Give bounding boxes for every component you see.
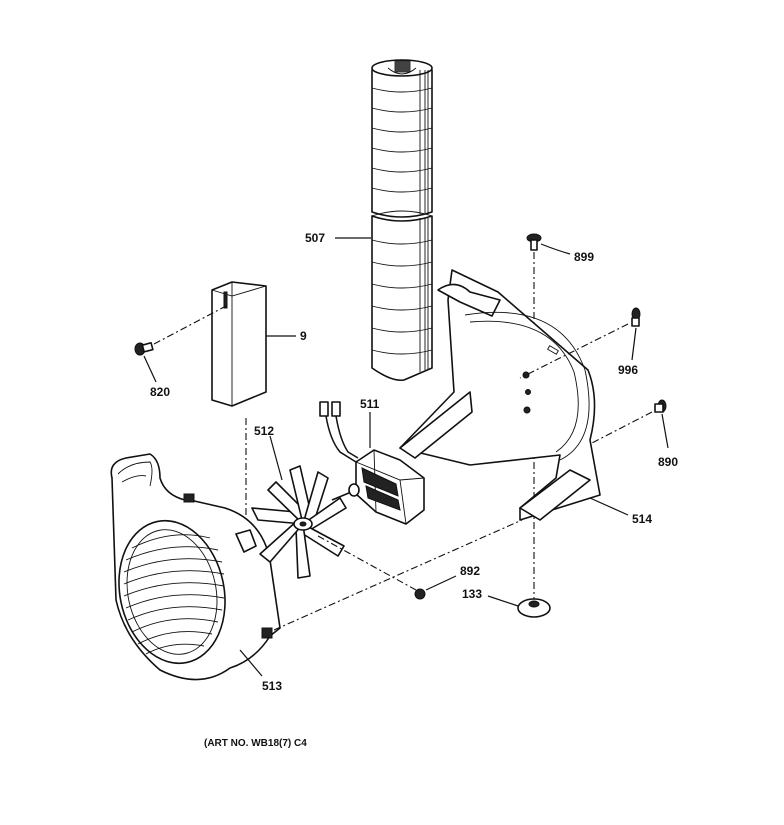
screw-890 bbox=[654, 399, 667, 413]
motor-511 bbox=[319, 401, 425, 525]
centerline-890 bbox=[589, 411, 653, 445]
label-511: 511 bbox=[360, 397, 380, 411]
label-899: 899 bbox=[574, 250, 594, 264]
art-number-caption: (ART NO. WB18(7) C4 bbox=[204, 738, 307, 749]
label-514: 514 bbox=[632, 512, 652, 526]
grommet-133 bbox=[517, 598, 551, 618]
label-890: 890 bbox=[658, 455, 678, 469]
leader-514 bbox=[589, 497, 629, 516]
motor-bracket-514 bbox=[399, 269, 601, 521]
blower-housing-513 bbox=[110, 453, 281, 681]
label-892: 892 bbox=[460, 564, 480, 578]
leader-890 bbox=[661, 413, 669, 449]
label-9: 9 bbox=[300, 329, 307, 343]
leader-513 bbox=[239, 649, 263, 677]
screw-899 bbox=[526, 233, 542, 251]
label-820: 820 bbox=[150, 385, 170, 399]
air-duct-tube-507 bbox=[371, 59, 433, 382]
centerline-996 bbox=[519, 323, 629, 379]
label-513: 513 bbox=[262, 679, 282, 693]
screw-820 bbox=[134, 342, 154, 356]
leader-892 bbox=[425, 575, 457, 591]
label-133: 133 bbox=[462, 587, 482, 601]
centerline-820 bbox=[153, 305, 227, 345]
leader-512 bbox=[269, 435, 283, 481]
centerline-housing-bracket bbox=[273, 519, 523, 631]
nut-892 bbox=[414, 588, 426, 600]
cover-plate-9 bbox=[211, 281, 267, 407]
screw-996 bbox=[631, 307, 641, 327]
label-507: 507 bbox=[305, 231, 325, 245]
leader-899 bbox=[540, 243, 571, 255]
leader-996 bbox=[631, 327, 637, 361]
fan-blade-512 bbox=[251, 465, 347, 579]
label-996: 996 bbox=[618, 363, 638, 377]
label-512: 512 bbox=[254, 424, 274, 438]
leader-820 bbox=[143, 355, 157, 383]
centerline-892 bbox=[317, 535, 417, 591]
leader-133 bbox=[487, 595, 519, 607]
